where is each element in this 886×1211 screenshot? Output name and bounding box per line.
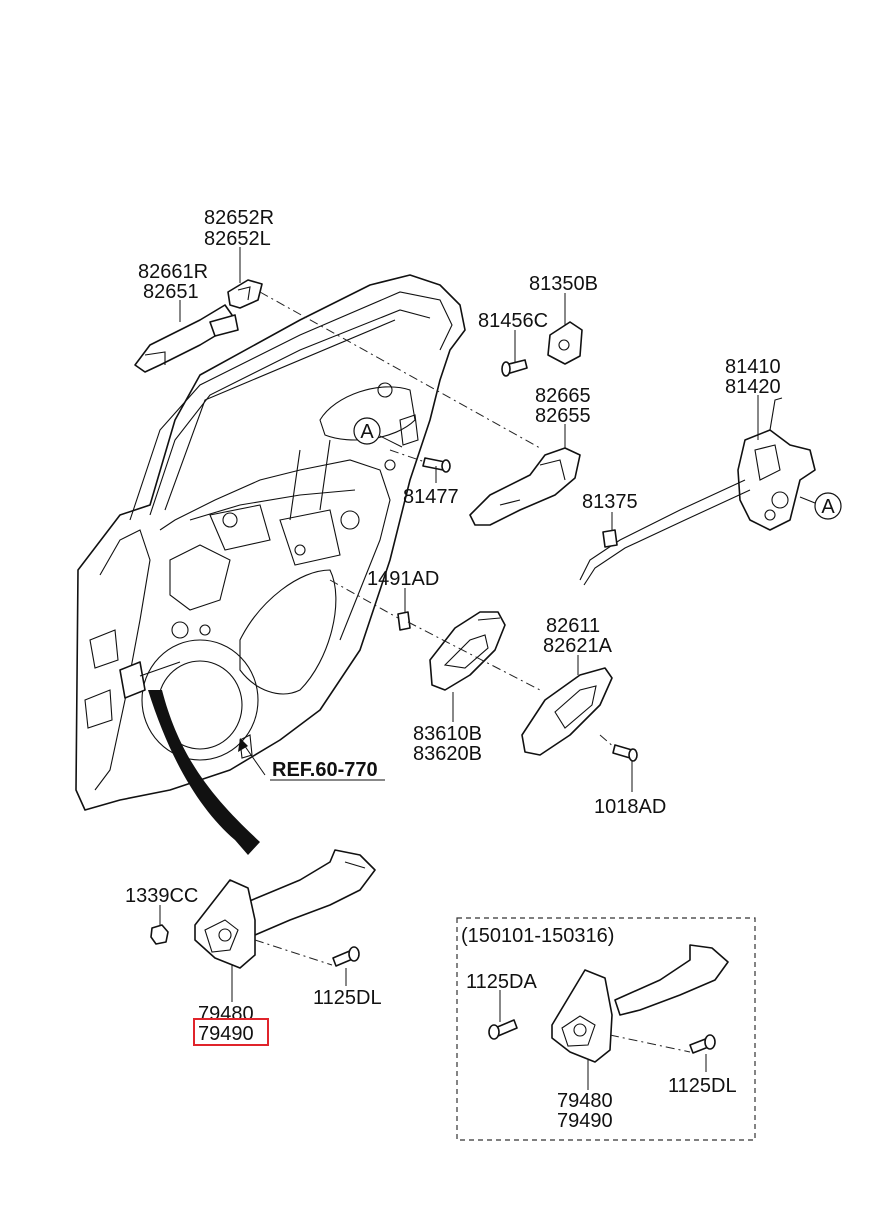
- inside-handle: [429, 611, 506, 691]
- part-labels: 82652R 82652L 82661R 82651 81350B 81456C…: [125, 207, 781, 1132]
- bolt-1125dl-main: [332, 946, 360, 967]
- clip-81375: [602, 529, 618, 548]
- door-latch: [737, 397, 816, 531]
- label-1491ad: 1491AD: [367, 568, 439, 590]
- pointer-arrow: [148, 690, 260, 855]
- callout-a-door: A: [353, 417, 403, 448]
- label-82661r: 82661R: [138, 261, 208, 283]
- label-1125da: 1125DA: [466, 971, 537, 993]
- label-82655: 82655: [535, 405, 591, 427]
- label-82652r: 82652R: [204, 207, 274, 229]
- label-inset-range: (150101-150316): [461, 925, 614, 947]
- door-check-inset: [551, 944, 729, 1063]
- inset-box: [456, 917, 756, 1141]
- label-82652l: 82652L: [204, 228, 271, 250]
- svg-text:A: A: [360, 421, 374, 443]
- label-81456c: 81456C: [478, 310, 548, 332]
- label-79480-main: 79480: [198, 1003, 254, 1025]
- clip-1491ad: [397, 611, 411, 631]
- label-81350b: 81350B: [529, 273, 598, 295]
- label-79480-inset: 79480: [557, 1090, 613, 1112]
- label-82621a: 82621A: [543, 635, 613, 657]
- screw-81477: [422, 457, 451, 473]
- latch-rods: [579, 479, 751, 586]
- label-82665: 82665: [535, 385, 591, 407]
- handle-cover: [227, 279, 263, 309]
- label-1018ad: 1018AD: [594, 796, 666, 818]
- label-1339cc: 1339CC: [125, 885, 198, 907]
- label-83610b: 83610B: [413, 723, 482, 745]
- label-ref: REF.60-770: [272, 759, 378, 781]
- door-panel: [75, 274, 466, 811]
- svg-text:A: A: [821, 496, 835, 518]
- bracket-81350b: [547, 321, 583, 365]
- label-83620b: 83620B: [413, 743, 482, 765]
- label-81420: 81420: [725, 376, 781, 398]
- handle-bezel: [521, 667, 613, 756]
- label-81410: 81410: [725, 356, 781, 378]
- nut-1339cc: [150, 924, 169, 945]
- label-82651: 82651: [143, 281, 199, 303]
- door-check-main: [194, 849, 376, 969]
- handle-frame: [469, 447, 581, 526]
- label-1125dl-main: 1125DL: [313, 987, 382, 1009]
- outside-handle: [134, 304, 239, 373]
- callout-a-latch: A: [799, 492, 842, 520]
- bolt-1125da: [488, 1019, 518, 1040]
- label-81477: 81477: [403, 486, 459, 508]
- ref-callout: [238, 738, 385, 781]
- label-1125dl-inset: 1125DL: [668, 1075, 737, 1097]
- highlight-box: [193, 1018, 269, 1046]
- leader-lines: [159, 247, 759, 1090]
- label-81375: 81375: [582, 491, 638, 513]
- label-82611: 82611: [546, 615, 600, 637]
- bolt-1125dl-inset: [689, 1034, 716, 1054]
- screw-1018ad: [612, 744, 638, 762]
- screw-81456c: [501, 359, 528, 377]
- label-79490-main: 79490: [198, 1023, 254, 1045]
- label-79490-inset: 79490: [557, 1110, 613, 1132]
